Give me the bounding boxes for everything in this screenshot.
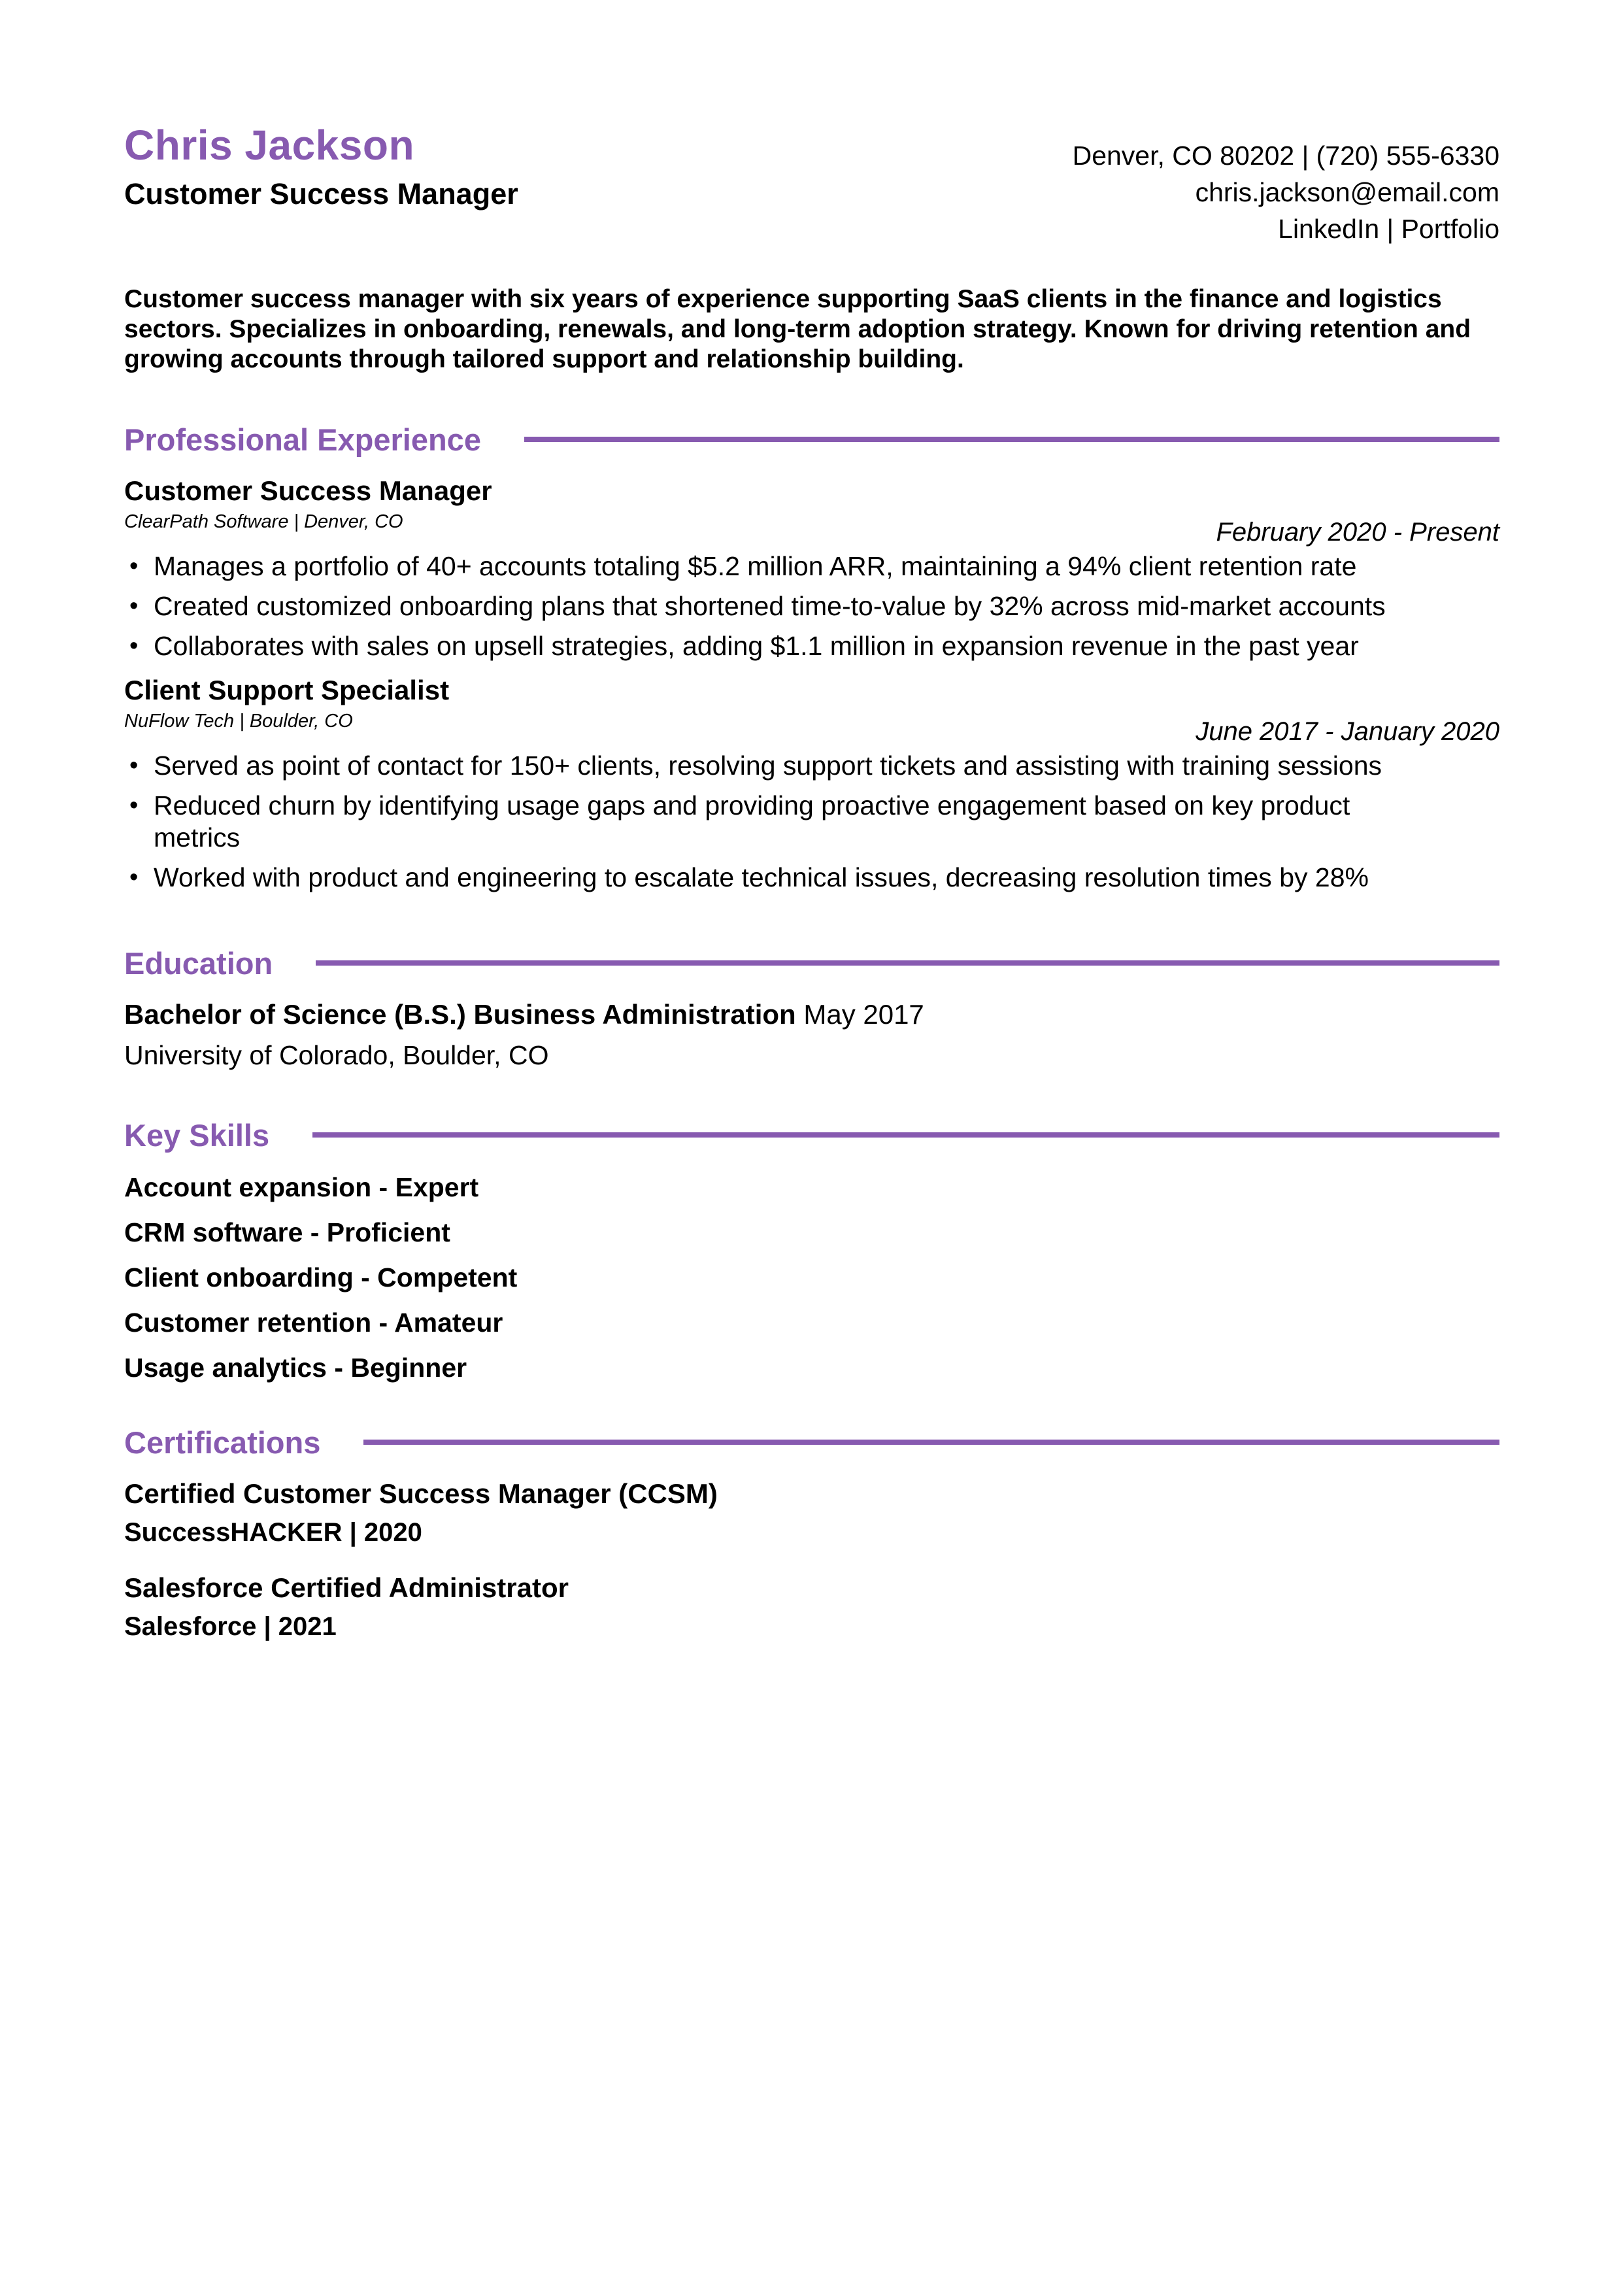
section-certifications: Certifications Certified Customer Succes… <box>124 1423 1499 1668</box>
section-heading: Certifications <box>124 1423 1499 1462</box>
bullet-icon: • <box>129 752 139 779</box>
certification-issuer: SuccessHACKER | 2020 <box>124 1518 422 1547</box>
section-divider <box>524 437 1499 442</box>
job-bullets: •Manages a portfolio of 40+ accounts tot… <box>124 550 1499 662</box>
section-title: Professional Experience <box>124 422 481 457</box>
job-bullets: •Served as point of contact for 150+ cli… <box>124 750 1471 894</box>
skill-item: Account expansion - Expert <box>124 1172 479 1202</box>
bullet-item: •Created customized onboarding plans tha… <box>129 591 1386 621</box>
bullet-item: •Worked with product and engineering to … <box>129 862 1369 892</box>
candidate-title: Customer Success Manager <box>124 177 518 211</box>
section-title: Certifications <box>124 1425 321 1460</box>
certification-name: Salesforce Certified Administrator <box>124 1572 569 1603</box>
education-degree: Bachelor of Science (B.S.) Business Admi… <box>124 999 796 1030</box>
education-degree-line: Bachelor of Science (B.S.) Business Admi… <box>124 1001 1499 1028</box>
contact-block: Denver, CO 80202 | (720) 555-6330 chris.… <box>1073 137 1499 247</box>
bullet-icon: • <box>129 864 139 891</box>
skill-item: Customer retention - Amateur <box>124 1308 503 1338</box>
bullet-icon: • <box>129 592 139 620</box>
section-heading: Education <box>124 943 1499 983</box>
section-divider <box>316 960 1499 966</box>
certification-entry: Certified Customer Success Manager (CCSM… <box>124 1478 1499 1547</box>
skill-item: CRM software - Proficient <box>124 1217 450 1247</box>
resume-page: Chris Jackson Customer Success Manager D… <box>124 124 1499 1640</box>
section-title: Key Skills <box>124 1117 270 1153</box>
education-entry: Bachelor of Science (B.S.) Business Admi… <box>124 1001 1499 1071</box>
bullet-icon: • <box>129 552 139 580</box>
bullet-icon: • <box>129 792 139 819</box>
certifications-list: Certified Customer Success Manager (CCSM… <box>124 1480 1499 1640</box>
job-meta: NuFlow Tech | Boulder, CO June 2017 - Ja… <box>124 711 1499 746</box>
job-dates: June 2017 - January 2020 <box>1196 717 1499 746</box>
bullet-item: •Reduced churn by identifying usage gaps… <box>129 790 1350 853</box>
contact-email[interactable]: chris.jackson@email.com <box>1195 177 1499 207</box>
job-company: NuFlow Tech | Boulder, CO <box>124 711 353 732</box>
resume-header: Chris Jackson Customer Success Manager D… <box>124 124 1499 255</box>
job-entry: Customer Success Manager ClearPath Softw… <box>124 477 1499 662</box>
section-title: Education <box>124 945 273 981</box>
job-title: Client Support Specialist <box>124 675 450 705</box>
job-title: Customer Success Manager <box>124 475 492 506</box>
education-date: May 2017 <box>803 999 924 1030</box>
section-heading: Professional Experience <box>124 420 1499 459</box>
contact-links[interactable]: LinkedIn | Portfolio <box>1278 214 1499 244</box>
job-entry: Client Support Specialist NuFlow Tech | … <box>124 677 1499 894</box>
job-meta: ClearPath Software | Denver, CO February… <box>124 511 1499 547</box>
candidate-name: Chris Jackson <box>124 122 415 169</box>
section-skills: Key Skills Account expansion - Expert CR… <box>124 1115 1499 1400</box>
section-heading: Key Skills <box>124 1115 1499 1155</box>
certification-issuer: Salesforce | 2021 <box>124 1612 337 1641</box>
section-divider <box>312 1132 1499 1138</box>
bullet-item: •Collaborates with sales on upsell strat… <box>129 631 1359 661</box>
certification-name: Certified Customer Success Manager (CCSM… <box>124 1478 718 1509</box>
skill-item: Client onboarding - Competent <box>124 1262 518 1292</box>
job-company: ClearPath Software | Denver, CO <box>124 511 403 532</box>
job-dates: February 2020 - Present <box>1216 518 1499 547</box>
bullet-icon: • <box>129 632 139 660</box>
education-school: University of Colorado, Boulder, CO <box>124 1040 549 1070</box>
certification-entry: Salesforce Certified Administrator Sales… <box>124 1574 1499 1640</box>
section-divider <box>363 1440 1499 1445</box>
skill-item: Usage analytics - Beginner <box>124 1353 467 1383</box>
bullet-item: •Served as point of contact for 150+ cli… <box>129 751 1382 781</box>
section-education: Education Bachelor of Science (B.S.) Bus… <box>124 943 1499 1071</box>
bullet-item: •Manages a portfolio of 40+ accounts tot… <box>129 551 1357 581</box>
section-experience: Professional Experience Customer Success… <box>124 420 1499 902</box>
contact-location-phone: Denver, CO 80202 | (720) 555-6330 <box>1072 141 1499 171</box>
skills-list: Account expansion - Expert CRM software … <box>124 1174 1499 1385</box>
professional-summary: Customer success manager with six years … <box>124 285 1471 373</box>
